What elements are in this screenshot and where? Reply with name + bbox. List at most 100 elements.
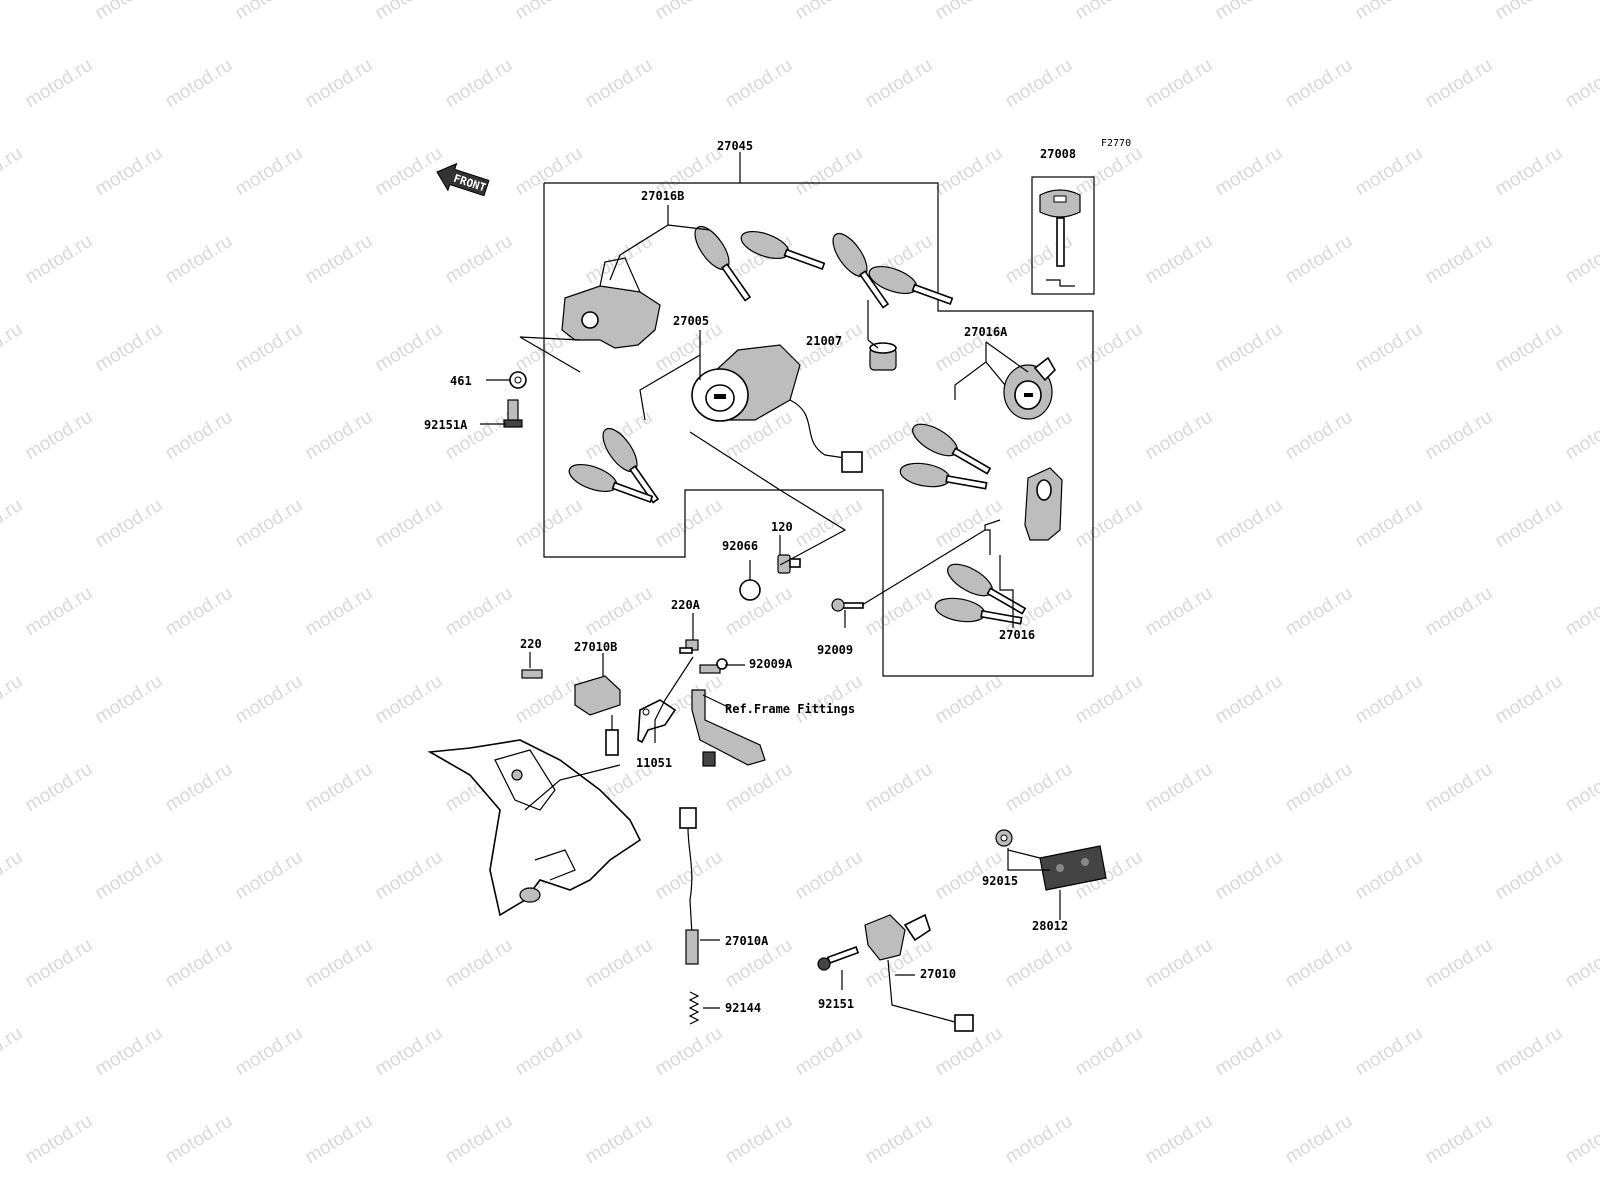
watermark-text: motod.ru <box>92 671 167 729</box>
frame-fitting <box>691 689 766 767</box>
watermark-text: motod.ru <box>1282 55 1357 113</box>
watermark-text: motod.ru <box>1142 1111 1217 1169</box>
sensor-cable-27010A <box>679 807 699 965</box>
label-27005: 27005 <box>673 314 709 328</box>
watermark-layer: motod.ru motod.ru motod.ru motod.ru motod.ru… <box>0 0 1600 1168</box>
watermark-text: motod.ru <box>302 407 377 465</box>
watermark-text: motod.ru <box>1282 583 1357 641</box>
watermark-text: motod.ru <box>372 671 447 729</box>
watermark-text: motod.ru <box>1422 231 1497 289</box>
watermark-text: motod.ru <box>722 1111 797 1169</box>
watermark-text: motod.ru <box>1352 319 1427 377</box>
watermark-text: motod.ru <box>1422 407 1497 465</box>
lock-cylinder <box>869 342 897 371</box>
watermark-text: motod.ru <box>162 55 237 113</box>
watermark-text: motod.ru <box>22 583 97 641</box>
watermark-text: motod.ru <box>372 0 447 24</box>
watermark-text: motod.ru <box>162 583 237 641</box>
pad-28012 <box>1039 845 1107 891</box>
watermark-text: motod.ru <box>1142 55 1217 113</box>
key-pair-left <box>568 427 660 504</box>
watermark-text: motod.ru <box>932 143 1007 201</box>
watermark-text: motod.ru <box>932 495 1007 553</box>
bolt-92151 <box>817 946 860 971</box>
label-220: 220 <box>520 637 542 651</box>
watermark-text: motod.ru <box>1142 935 1217 993</box>
watermark-text: motod.ru <box>792 143 867 201</box>
watermark-text: motod.ru <box>1562 55 1600 113</box>
watermark-text: motod.ru <box>442 935 517 993</box>
watermark-text: motod.ru <box>1212 319 1287 377</box>
label-461: 461 <box>450 374 472 388</box>
watermark-text: motod.ru <box>512 1023 587 1081</box>
label-27045: 27045 <box>717 139 753 153</box>
watermark-text: motod.ru <box>442 55 517 113</box>
watermark-text: motod.ru <box>442 1111 517 1169</box>
spring-92144 <box>688 991 700 1025</box>
watermark-text: motod.ru <box>1072 495 1147 553</box>
circlip <box>509 371 527 389</box>
watermark-text: motod.ru <box>582 55 657 113</box>
watermark-text: motod.ru <box>1002 1111 1077 1169</box>
label-92066: 92066 <box>722 539 758 553</box>
watermark-text: motod.ru <box>1072 0 1147 24</box>
ref-frame-fittings-note: Ref.Frame Fittings <box>725 702 855 716</box>
watermark-text: motod.ru <box>22 231 97 289</box>
watermark-text: motod.ru <box>1002 231 1077 289</box>
watermark-text: motod.ru <box>652 847 727 905</box>
watermark-text: motod.ru <box>862 583 937 641</box>
key-box-27008 <box>1031 176 1095 295</box>
key-pair-lower-right <box>934 563 1027 625</box>
watermark-text: motod.ru <box>162 935 237 993</box>
watermark-text: motod.ru <box>1002 55 1077 113</box>
bolt-92009A <box>699 658 728 674</box>
watermark-text: motod.ru <box>1212 671 1287 729</box>
watermark-text: motod.ru <box>1282 407 1357 465</box>
watermark-text: motod.ru <box>302 759 377 817</box>
watermark-text: motod.ru <box>652 1023 727 1081</box>
watermark-text: motod.ru <box>1562 231 1600 289</box>
watermark-text: motod.ru <box>1422 1111 1497 1169</box>
label-92151A: 92151A <box>424 418 468 432</box>
switch-27010 <box>864 913 974 1032</box>
label-92015: 92015 <box>982 874 1018 888</box>
watermark-text: motod.ru <box>1212 143 1287 201</box>
watermark-text: motod.ru <box>92 143 167 201</box>
watermark-text: motod.ru <box>1422 55 1497 113</box>
watermark-text: motod.ru <box>1492 495 1567 553</box>
watermark-text: motod.ru <box>1352 847 1427 905</box>
watermark-text: motod.ru <box>1142 231 1217 289</box>
label-27008: 27008 <box>1040 147 1076 161</box>
watermark-text: motod.ru <box>162 759 237 817</box>
watermark-text: motod.ru <box>372 495 447 553</box>
watermark-text: motod.ru <box>792 847 867 905</box>
key-27008 <box>1039 189 1081 287</box>
figure-code: F2770 <box>1101 138 1131 149</box>
bolt-220A <box>679 639 699 654</box>
label-120: 120 <box>771 520 793 534</box>
label-27016A: 27016A <box>964 325 1008 339</box>
watermark-text: motod.ru <box>0 495 26 553</box>
watermark-text: motod.ru <box>1072 1023 1147 1081</box>
watermark-text: motod.ru <box>792 671 867 729</box>
watermark-text: motod.ru <box>232 671 307 729</box>
watermark-text: motod.ru <box>302 583 377 641</box>
watermark-text: motod.ru <box>652 495 727 553</box>
key-pair-upper-right <box>832 232 954 309</box>
watermark-text: motod.ru <box>1562 1111 1600 1169</box>
watermark-text: motod.ru <box>1352 0 1427 24</box>
watermark-text: motod.ru <box>1562 583 1600 641</box>
watermark-text: motod.ru <box>722 55 797 113</box>
screw-120 <box>777 554 801 574</box>
watermark-text: motod.ru <box>1212 847 1287 905</box>
storage-lock <box>1024 467 1063 541</box>
watermark-text: motod.ru <box>442 231 517 289</box>
watermark-text: motod.ru <box>582 1111 657 1169</box>
watermark-text: motod.ru <box>792 0 867 24</box>
label-27010B: 27010B <box>574 640 617 654</box>
watermark-text: motod.ru <box>1282 231 1357 289</box>
watermark-text: motod.ru <box>302 231 377 289</box>
watermark-text: motod.ru <box>1492 143 1567 201</box>
watermark-text: motod.ru <box>232 0 307 24</box>
watermark-text: motod.ru <box>232 319 307 377</box>
